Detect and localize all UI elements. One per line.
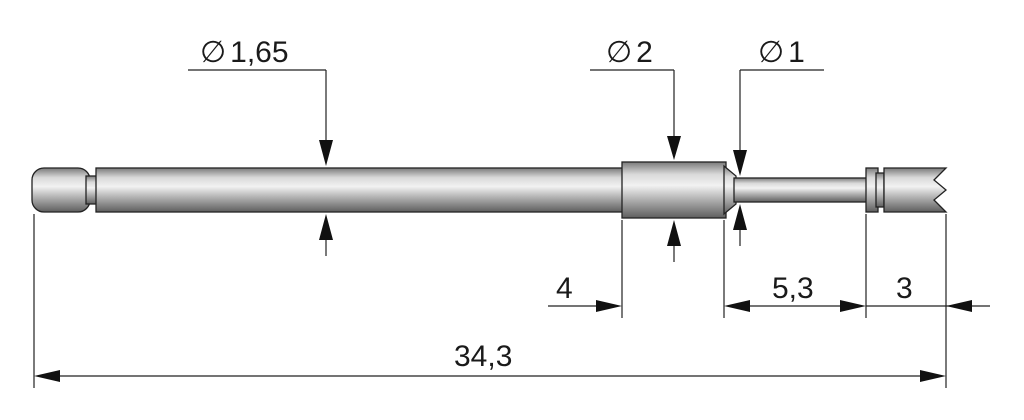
pin-crown xyxy=(883,167,948,213)
dim-length-collar: 4 xyxy=(548,272,622,312)
pin-main-shaft xyxy=(95,167,625,213)
dim-diameter-tip-label: ∅1 xyxy=(758,36,805,69)
dim-length-crown: 3 xyxy=(866,272,990,312)
dim-length-total-label: 34,3 xyxy=(454,340,512,373)
dim-diameter-body: ∅1,65 xyxy=(188,36,333,256)
pin-crown-ring xyxy=(875,172,885,208)
dim-diameter-body-label: ∅1,65 xyxy=(200,36,289,69)
dim-length-tip-shaft: 5,3 xyxy=(724,272,866,312)
dim-length-total: 34,3 xyxy=(34,340,946,382)
pin-head xyxy=(31,167,91,213)
diameter-symbol: ∅ xyxy=(200,36,226,69)
dim-diameter-body-value: 1,65 xyxy=(230,36,288,69)
pin-collar xyxy=(621,161,727,219)
dim-diameter-collar-label: ∅2 xyxy=(606,36,653,69)
pin-tip-shaft xyxy=(733,177,869,203)
extension-lines xyxy=(33,214,947,388)
dim-diameter-collar-value: 2 xyxy=(636,36,653,69)
diameter-symbol: ∅ xyxy=(606,36,632,69)
pin-collar-taper xyxy=(723,164,737,216)
dim-length-collar-label: 4 xyxy=(556,272,573,305)
dim-diameter-tip-value: 1 xyxy=(788,36,805,69)
dim-diameter-collar: ∅2 xyxy=(590,36,681,262)
dim-length-tip-shaft-label: 5,3 xyxy=(772,272,814,305)
diameter-symbol: ∅ xyxy=(758,36,784,69)
dim-length-crown-label: 3 xyxy=(896,272,913,305)
dim-diameter-tip: ∅1 xyxy=(733,36,824,246)
pin xyxy=(31,161,948,219)
